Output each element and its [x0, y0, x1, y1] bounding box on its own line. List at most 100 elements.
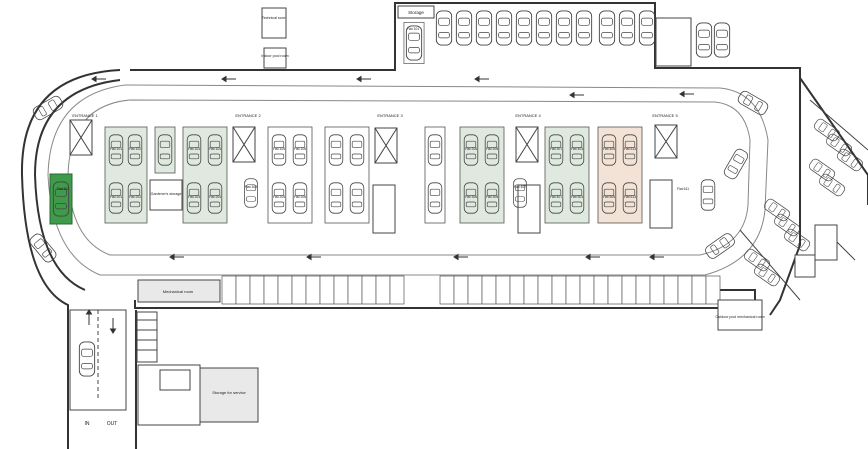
storage-box [467, 275, 483, 305]
storage-box [453, 275, 469, 305]
flat-label: Flat 303 [245, 185, 257, 189]
pool-room-label: Indoor pool room [261, 54, 288, 58]
flat-label: Flat 206 [294, 195, 306, 199]
technical-room-label: Technical room [262, 16, 286, 20]
entrance-cores [69, 119, 678, 234]
outdoor-pool-mechanical-label: Outdoor pool mechanical room [715, 315, 764, 319]
storage-box [347, 275, 363, 305]
flat-label: Flat 611 [677, 187, 689, 191]
flat-label: Flat 206 [465, 147, 477, 151]
flat-label: Flat 202 [129, 195, 141, 199]
storage-label: Storage [408, 10, 424, 15]
flat-label: Flat 503 [571, 195, 583, 199]
storage-for-service-label: Storage for service [212, 390, 246, 395]
flat-label: Flat 403 [571, 147, 583, 151]
storage-box [291, 275, 307, 305]
storage-box [319, 275, 335, 305]
storage-box [663, 275, 679, 305]
flat-label: Flat 103 [188, 147, 200, 151]
flat-label: Flat 106 [294, 147, 306, 151]
top-rooms [261, 5, 692, 69]
storage-box [263, 275, 279, 305]
storage-box-row [221, 275, 721, 305]
storage-box [523, 275, 539, 305]
gate-out-label: OUT [107, 421, 118, 427]
storage-box [333, 275, 349, 305]
storage-box [649, 275, 665, 305]
flat-label: Flat 308 [486, 195, 498, 199]
arrow-left-icon [679, 90, 694, 98]
flat-label: Flat 208 [486, 147, 498, 151]
flat-label: Flat 205 [273, 195, 285, 199]
arrow-left-icon [356, 75, 371, 83]
storage-box [635, 275, 651, 305]
arrow-left-icon [306, 253, 321, 261]
storage-box [537, 275, 553, 305]
storage-box [691, 275, 707, 305]
flat-label: Flat 104 [209, 147, 221, 151]
entrance-5-label: ENTRANCE 5 [652, 113, 678, 118]
arrow-left-icon [585, 253, 600, 261]
arrow-left-icon [169, 253, 184, 261]
flat-stalls [104, 126, 716, 224]
flat-label: Flat 505 [603, 195, 615, 199]
flat-label: Flat 405 [603, 147, 615, 151]
arrow-left-icon [649, 253, 664, 261]
storage-box [607, 275, 623, 305]
storage-box [677, 275, 693, 305]
storage-box [509, 275, 525, 305]
flat-label: Flat 613 [624, 195, 636, 199]
storage-box [375, 275, 391, 305]
storage-box [389, 275, 405, 305]
storage-box [221, 275, 237, 305]
storage-box [249, 275, 265, 305]
flat-label: Flat 407 [514, 185, 526, 189]
flat-label: Flat 204 [209, 195, 221, 199]
entrance-ramp [69, 309, 259, 426]
storage-box [495, 275, 511, 305]
flat-label: Flat 407 [550, 195, 562, 199]
arrow-left-icon [91, 75, 106, 83]
storage-box [705, 275, 721, 305]
storage-box [551, 275, 567, 305]
arrow-left-icon [453, 253, 468, 261]
flat-label: Flat 102 [129, 147, 141, 151]
flat-label: Flat 203 [188, 195, 200, 199]
storage-box [277, 275, 293, 305]
flat-label: Flat 101 [110, 147, 122, 151]
flat-label: Flat 201 [110, 195, 122, 199]
storage-box [565, 275, 581, 305]
right-wing-parking [739, 99, 868, 301]
labels: Technical room Indoor pool room Storage … [57, 10, 765, 427]
entrance-3-label: ENTRANCE 3 [377, 113, 403, 118]
flat-label: Flat 513 [624, 147, 636, 151]
storage-box [439, 275, 455, 305]
entrance-1-label: ENTRANCE 1 [72, 113, 98, 118]
entrance-4-label: ENTRANCE 4 [515, 113, 541, 118]
arrow-left-icon [474, 75, 489, 83]
mechanical-room-box [137, 279, 221, 303]
arrow-left-icon [221, 75, 236, 83]
highlighted-stall [49, 173, 73, 225]
storage-box [579, 275, 595, 305]
storage-box [305, 275, 321, 305]
storage-box [361, 275, 377, 305]
storage-box [481, 275, 497, 305]
outdoor-pool-mech-box [717, 299, 763, 331]
storage-box [593, 275, 609, 305]
storage-box [235, 275, 251, 305]
arrow-down-icon [109, 318, 117, 334]
flat-label: Flat 105 [273, 147, 285, 151]
lane-arrows [85, 75, 694, 334]
building-outline [20, 2, 868, 449]
arrow-up-icon [85, 309, 93, 325]
ramp-car-icon [78, 341, 96, 377]
storage-box [621, 275, 637, 305]
flat-label: Flat 306 [465, 195, 477, 199]
entrance-2-label: ENTRANCE 2 [235, 113, 261, 118]
mechanical-room-label: Mechanical room [163, 289, 194, 294]
gardeners-storage-box [149, 179, 183, 211]
gardeners-storage-label: Gardener's storage [151, 192, 182, 196]
